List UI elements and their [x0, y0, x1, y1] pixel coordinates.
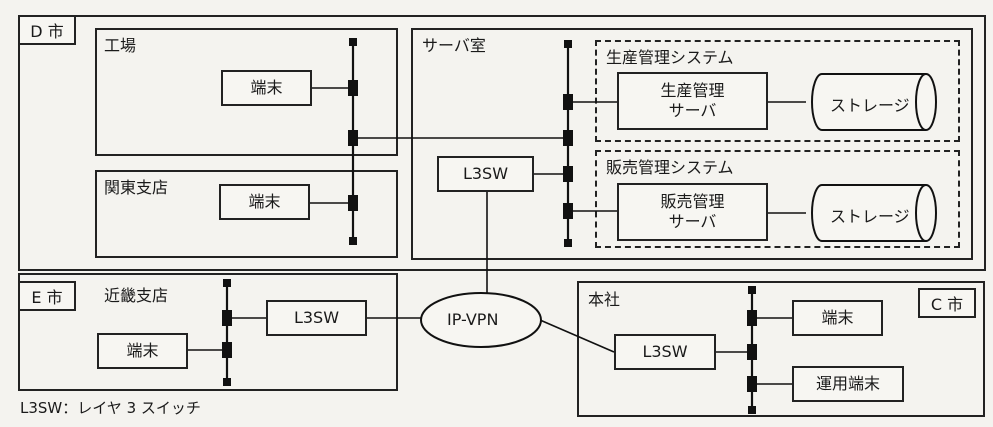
hq-terminal: 端末 — [792, 300, 883, 336]
production-storage-label: ストレージ — [830, 96, 910, 115]
storage-cylinder-production — [811, 73, 937, 131]
site-kanto — [95, 170, 398, 258]
production-server: 生産管理 サーバ — [617, 72, 768, 130]
site-server-room — [411, 28, 973, 260]
site-kanto-label: 関東支店 — [104, 178, 169, 197]
storage-cylinder-sales — [811, 184, 937, 242]
kanto-terminal: 端末 — [219, 184, 310, 220]
kinki-l3sw: L3SW — [266, 300, 367, 336]
city-c-label: C 市 — [918, 288, 976, 318]
server-room-l3sw: L3SW — [437, 156, 534, 192]
city-c-region — [577, 281, 985, 417]
production-server-line1: 生産管理 — [660, 81, 725, 100]
city-d-region — [18, 15, 986, 271]
ipvpn-cloud — [420, 292, 542, 348]
hq-ops-terminal: 運用端末 — [792, 366, 904, 402]
production-server-line2: サーバ — [668, 101, 717, 120]
sales-system-group — [595, 150, 960, 248]
sales-system-label: 販売管理システム — [606, 158, 734, 177]
city-e-region — [18, 273, 398, 391]
sales-server-line2: サーバ — [668, 212, 717, 231]
site-factory — [95, 28, 398, 156]
ipvpn-label: IP-VPN — [447, 310, 499, 329]
factory-terminal: 端末 — [221, 70, 312, 106]
legend: L3SW：レイヤ 3 スイッチ — [20, 399, 201, 417]
sales-storage-label: ストレージ — [830, 207, 910, 226]
city-d-label: D 市 — [18, 15, 76, 45]
site-hq-label: 本社 — [588, 290, 621, 309]
production-system-label: 生産管理システム — [606, 48, 734, 67]
production-system-group — [595, 40, 960, 142]
switch-ports — [222, 38, 757, 414]
kinki-terminal: 端末 — [97, 333, 188, 369]
hq-l3sw: L3SW — [614, 334, 716, 370]
sales-server: 販売管理 サーバ — [617, 183, 768, 241]
site-server-room-label: サーバ室 — [422, 36, 486, 55]
site-kinki-label: 近畿支店 — [104, 286, 169, 305]
sales-server-line1: 販売管理 — [660, 192, 725, 211]
site-factory-label: 工場 — [104, 36, 137, 55]
city-e-label: E 市 — [18, 281, 76, 311]
